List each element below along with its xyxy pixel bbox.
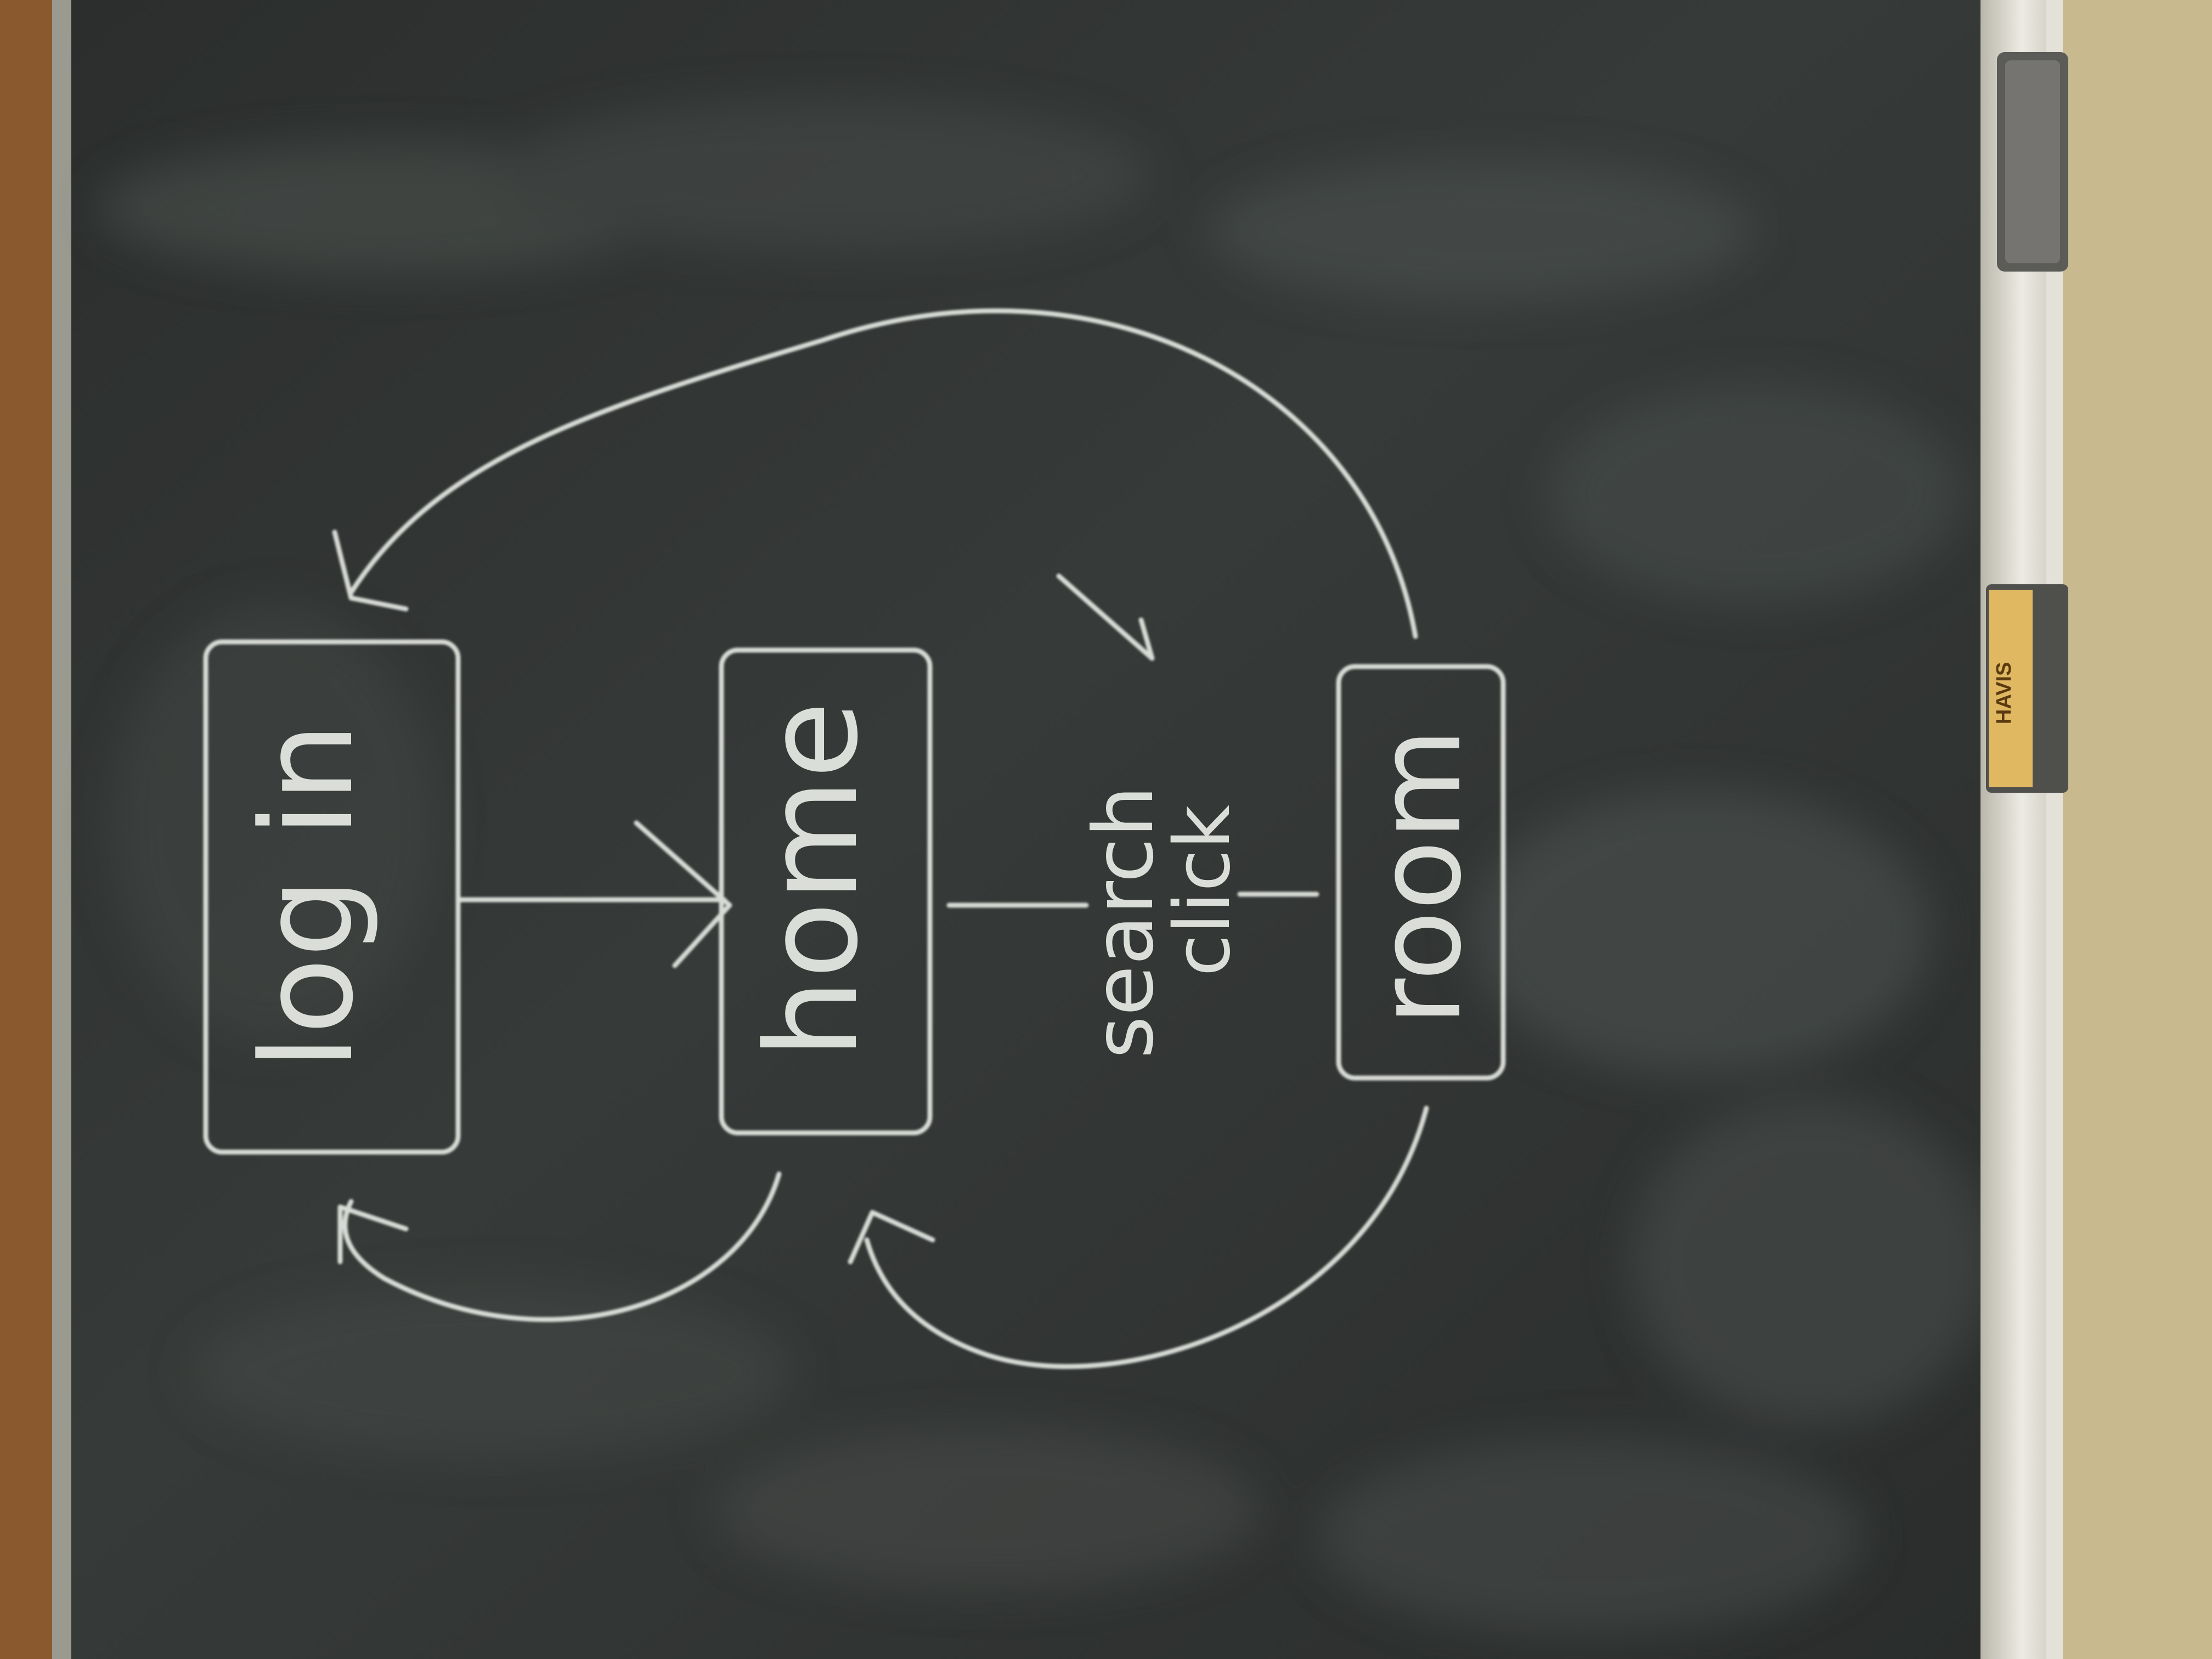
chalk-labels: log in home room search click <box>235 701 1487 1070</box>
room-to-login-arrowhead <box>332 529 409 612</box>
home-box <box>719 647 933 1136</box>
chalk-diagram <box>203 308 1506 1369</box>
room-to-home-arrowhead <box>848 1210 935 1265</box>
search-checkmark <box>1056 573 1155 661</box>
tray-lip <box>2046 0 2063 1659</box>
eraser-smudges <box>99 99 1991 1635</box>
room-to-home-arc <box>864 1105 1429 1369</box>
eraser-label: HAVIS <box>1993 662 2016 724</box>
eraser-label-panel <box>1989 590 2033 787</box>
room-to-login-arc <box>348 308 1418 639</box>
room-box <box>1336 664 1506 1081</box>
room-label: room <box>1352 728 1487 1026</box>
eraser-top <box>1997 52 2068 272</box>
search-label: search <box>1076 786 1172 1059</box>
wood-frame-left <box>0 0 52 1659</box>
click-label: click <box>1158 805 1248 977</box>
home-to-login-arc <box>342 1171 782 1322</box>
login-box <box>203 639 461 1155</box>
home-to-login-arrowhead <box>337 1204 409 1265</box>
login-to-home-arrowhead <box>634 820 732 968</box>
login-label: log in <box>235 723 381 1070</box>
eraser-bottom: HAVIS <box>1986 584 2068 793</box>
metal-frame-left <box>52 0 71 1659</box>
home-label: home <box>740 701 886 1059</box>
wall-right <box>2063 0 2212 1659</box>
